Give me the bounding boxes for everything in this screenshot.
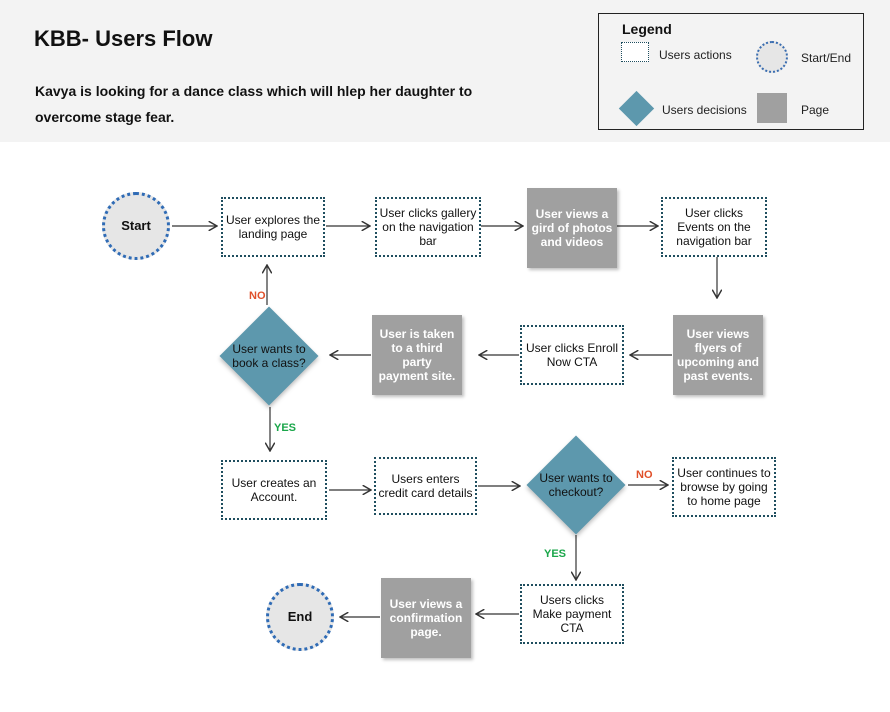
legend-title: Legend <box>622 21 672 37</box>
creates-account-step: User creates an Account. <box>221 460 327 520</box>
start-node: Start <box>102 192 170 260</box>
enters-credit-card-step: Users enters credit card details <box>374 457 477 515</box>
legend-action-swatch <box>621 42 649 62</box>
checkout-yes-label: YES <box>544 548 567 560</box>
legend-start-end-label: Start/End <box>801 51 852 65</box>
clicks-events-step: User clicks Events on the navigation bar <box>661 197 767 257</box>
views-photo-grid-page: User views a gird of photos and videos <box>527 188 617 268</box>
third-party-payment-page: User is taken to a third party payment s… <box>372 315 462 395</box>
confirmation-page: User views a confirmation page. <box>381 578 471 658</box>
legend-page-label: Page <box>801 103 830 117</box>
book-class-question: User wants to book a class? <box>232 342 306 370</box>
clicks-gallery-step: User clicks gallery on the navigation ba… <box>375 197 481 257</box>
continues-browsing-step: User continues to browse by going to hom… <box>672 457 776 517</box>
scenario-description: Kavya is looking for a dance class which… <box>35 83 473 125</box>
legend-users-decisions-label: Users decisions <box>662 103 747 117</box>
book-class-decision: User wants to book a class? <box>219 306 319 406</box>
clicks-make-payment-step: Users clicks Make payment CTA <box>520 584 624 644</box>
checkout-question: User wants to checkout? <box>539 471 613 499</box>
end-node: End <box>266 583 334 651</box>
legend: Legend Users actions Start/End Users dec… <box>598 13 864 130</box>
checkout-no-label: NO <box>636 469 653 481</box>
book-class-yes-label: YES <box>274 422 297 434</box>
views-flyers-page: User views flyers of upcoming and past e… <box>673 315 763 395</box>
explores-landing-page-step: User explores the landing page <box>221 197 325 257</box>
checkout-decision: User wants to checkout? <box>526 435 626 535</box>
legend-page-swatch <box>757 93 787 123</box>
book-class-no-label: NO <box>249 290 266 302</box>
legend-start-end-swatch <box>756 41 788 73</box>
clicks-enroll-now-step: User clicks Enroll Now CTA <box>520 325 624 385</box>
page-title: KBB- Users Flow <box>34 26 213 51</box>
legend-users-actions-label: Users actions <box>659 48 732 62</box>
